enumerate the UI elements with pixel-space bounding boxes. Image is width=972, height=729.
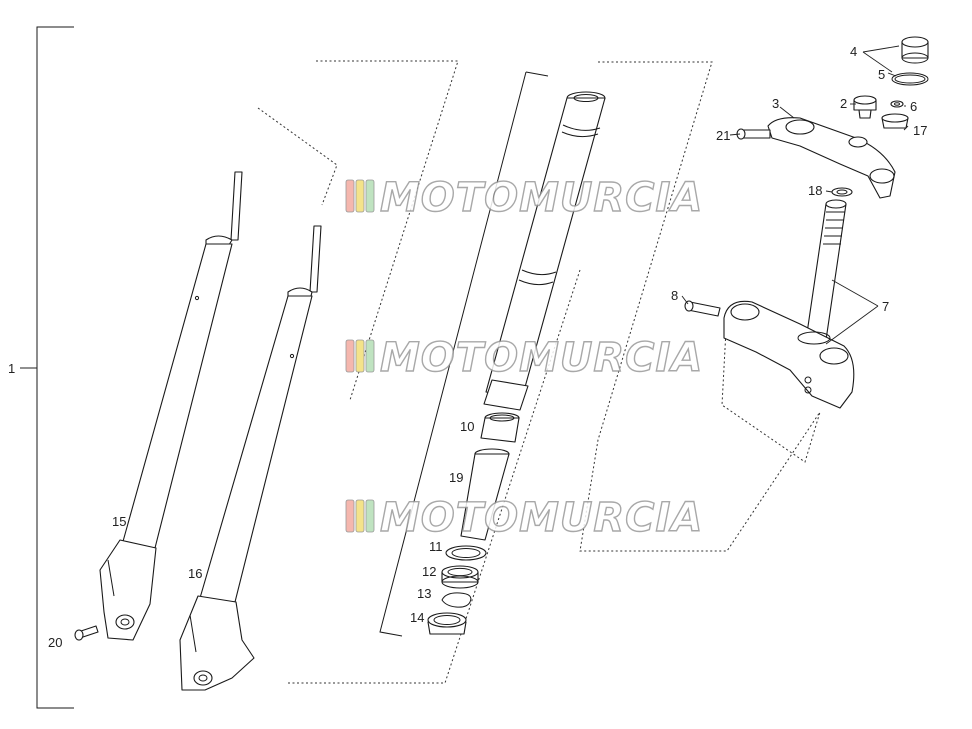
callout-7: 7 bbox=[882, 299, 889, 314]
callout-2: 2 bbox=[840, 96, 847, 111]
seal-12 bbox=[441, 565, 479, 589]
callout-15: 15 bbox=[112, 514, 126, 529]
callout-19: 19 bbox=[449, 470, 463, 485]
upper-clamp-3 bbox=[767, 117, 896, 199]
lower-clamp-7 bbox=[723, 300, 855, 409]
bolt-20 bbox=[74, 625, 99, 641]
callout-labels: 1 2 3 4 5 6 7 8 10 11 12 13 14 15 16 17 … bbox=[8, 44, 927, 650]
callout-14: 14 bbox=[410, 610, 424, 625]
wm-stripe bbox=[365, 339, 375, 373]
watermark: MOTOMURCIA bbox=[345, 174, 703, 222]
callout-1: 1 bbox=[8, 361, 15, 376]
watermark: MOTOMURCIA bbox=[345, 494, 703, 542]
watermark-text: MOTOMURCIA bbox=[380, 175, 703, 221]
callout-16: 16 bbox=[188, 566, 202, 581]
washer-18 bbox=[831, 187, 853, 197]
watermark-text: MOTOMURCIA bbox=[380, 335, 703, 381]
callout-8: 8 bbox=[671, 288, 678, 303]
callout-6: 6 bbox=[910, 99, 917, 114]
bushing-17 bbox=[881, 113, 909, 129]
watermark: MOTOMURCIA bbox=[345, 334, 703, 382]
callout-3: 3 bbox=[772, 96, 779, 111]
callout-20: 20 bbox=[48, 635, 62, 650]
cap-4 bbox=[901, 36, 929, 64]
ring-11 bbox=[445, 545, 487, 561]
dust-seal-14 bbox=[427, 612, 467, 635]
leader-lines bbox=[681, 45, 909, 345]
wm-stripe bbox=[355, 179, 365, 213]
wm-stripe bbox=[365, 499, 375, 533]
fork-leg-16 bbox=[179, 225, 322, 691]
assembly-bracket bbox=[20, 26, 74, 709]
clip-13 bbox=[441, 592, 472, 608]
nut-2 bbox=[853, 95, 877, 119]
bushing-19 bbox=[460, 448, 510, 541]
wm-stripe bbox=[345, 179, 355, 213]
callout-17: 17 bbox=[913, 123, 927, 138]
wm-stripe bbox=[345, 339, 355, 373]
callout-4: 4 bbox=[850, 44, 857, 59]
callout-11: 11 bbox=[429, 539, 443, 554]
bolt-8 bbox=[684, 300, 721, 317]
bolt-21 bbox=[736, 128, 771, 140]
fork-leg-15 bbox=[99, 171, 243, 641]
washer-6 bbox=[890, 100, 904, 108]
o-ring-5 bbox=[891, 72, 929, 86]
callout-13: 13 bbox=[417, 586, 431, 601]
callout-18: 18 bbox=[808, 183, 822, 198]
callout-21: 21 bbox=[716, 128, 730, 143]
watermark-text: MOTOMURCIA bbox=[380, 495, 703, 541]
callout-5: 5 bbox=[878, 67, 885, 82]
group-outlines bbox=[257, 60, 821, 684]
bushing-10 bbox=[480, 412, 520, 443]
wm-stripe bbox=[365, 179, 375, 213]
callout-10: 10 bbox=[460, 419, 474, 434]
inner-tube bbox=[483, 91, 606, 411]
wm-stripe bbox=[355, 339, 365, 373]
callout-12: 12 bbox=[422, 564, 436, 579]
center-bracket bbox=[379, 71, 549, 637]
wm-stripe bbox=[345, 499, 355, 533]
wm-stripe bbox=[355, 499, 365, 533]
stem-7 bbox=[805, 199, 847, 341]
